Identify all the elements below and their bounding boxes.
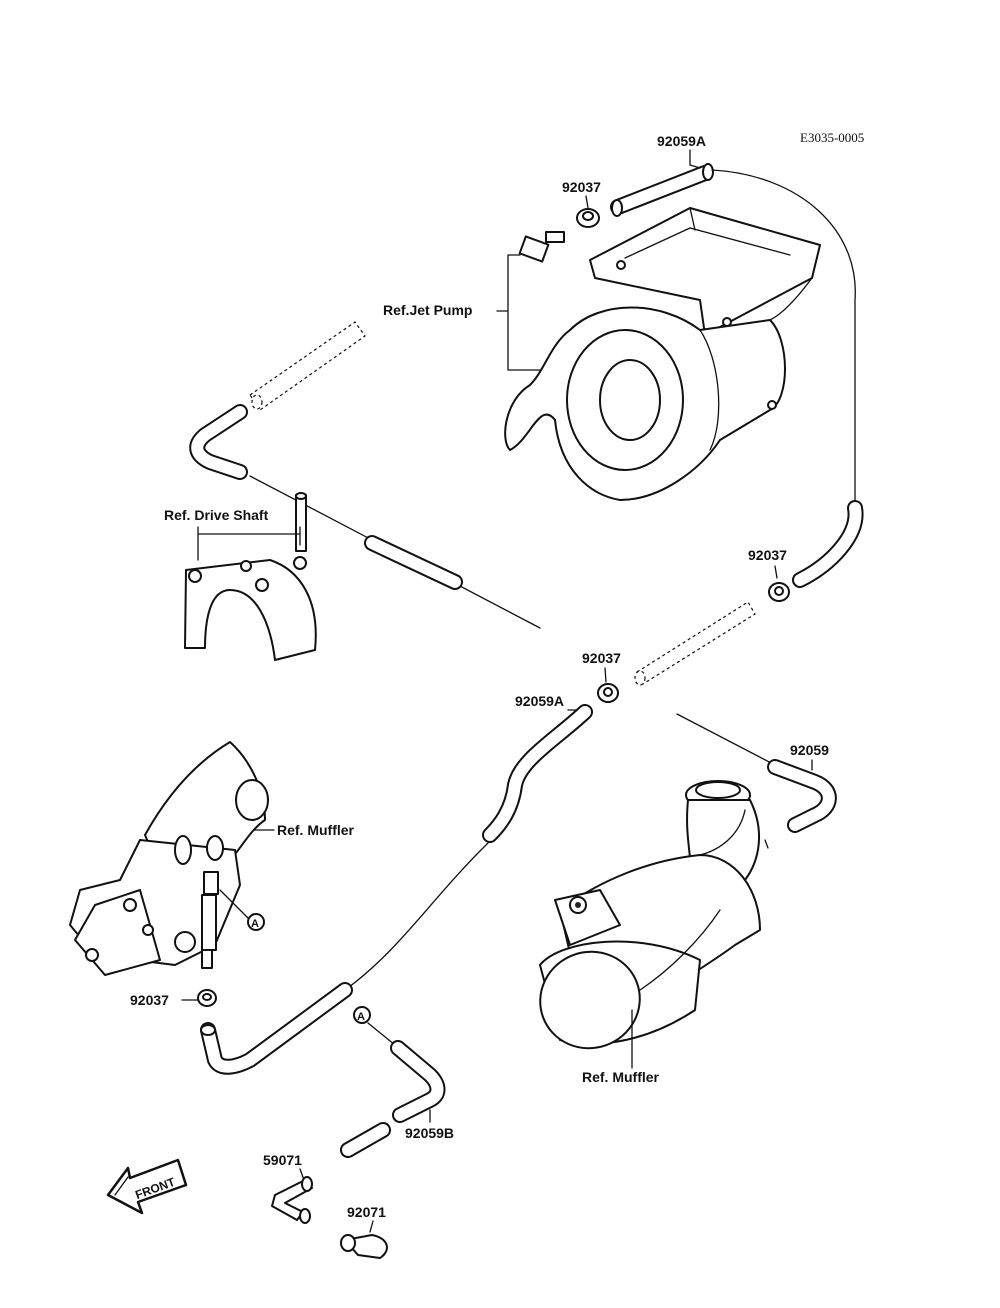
hose-short <box>340 1122 391 1158</box>
route-line-right <box>676 713 776 766</box>
label-92059a-mid: 92059A <box>515 693 564 709</box>
hose-bottom-left <box>200 982 353 1075</box>
clamp-92037-left <box>197 989 217 1007</box>
label-92071: 92071 <box>347 1204 386 1220</box>
hose-92059b <box>390 1040 446 1123</box>
label-ref-muffler-right: Ref. Muffler <box>582 1069 660 1085</box>
pipe-dashed-lower <box>634 601 756 686</box>
hose-elbow-left <box>189 404 248 480</box>
label-92037-top: 92037 <box>562 179 601 195</box>
hose-mid-segment <box>364 535 463 590</box>
label-ref-muffler-left: Ref. Muffler <box>277 822 355 838</box>
hose-92059a-top <box>610 163 714 217</box>
label-92037-left: 92037 <box>130 992 169 1008</box>
label-ref-jet-pump: Ref.Jet Pump <box>383 302 472 318</box>
pipe-dashed-upper <box>249 321 366 411</box>
leader-92037-right <box>774 565 778 579</box>
route-line-top <box>711 169 856 501</box>
svg-text:A: A <box>251 918 259 930</box>
leader-92059a-top <box>689 149 701 169</box>
diagram-code: E3035-0005 <box>800 130 864 145</box>
marker-a-2: A <box>353 1006 371 1024</box>
label-92037-right: 92037 <box>748 547 787 563</box>
label-92059a-top: 92059A <box>657 133 706 149</box>
pin-drive-shaft <box>293 492 307 570</box>
label-92059b: 92059B <box>405 1125 454 1141</box>
label-92059: 92059 <box>790 742 829 758</box>
clamp-92037-mid <box>597 683 619 703</box>
leader-92037-top <box>585 195 589 209</box>
clamp-92037-right <box>768 582 790 602</box>
label-92037-mid: 92037 <box>582 650 621 666</box>
svg-text:A: A <box>357 1011 365 1023</box>
ref-muffler-right <box>539 780 769 1050</box>
leader-ref-drive-shaft <box>197 526 301 561</box>
hose-92059 <box>767 759 837 833</box>
ref-muffler-left <box>69 741 269 976</box>
label-59071: 59071 <box>263 1152 302 1168</box>
front-arrow-icon: FRONT <box>106 1158 188 1215</box>
leader-92037-mid <box>604 667 607 683</box>
route-line-mid <box>344 842 489 991</box>
hose-92059a-mid <box>482 704 593 843</box>
clamp-92037-top <box>576 208 600 228</box>
leader-92071 <box>369 1220 374 1233</box>
ref-drive-shaft <box>184 559 317 661</box>
hose-right-elbow <box>792 500 864 588</box>
label-ref-drive-shaft: Ref. Drive Shaft <box>164 507 269 523</box>
ref-jet-pump <box>504 207 821 501</box>
fitting-59071 <box>271 1176 313 1224</box>
leader-ref-jet-pump <box>496 254 541 371</box>
plug-92071 <box>340 1234 388 1259</box>
marker-a-1: A <box>247 913 265 931</box>
